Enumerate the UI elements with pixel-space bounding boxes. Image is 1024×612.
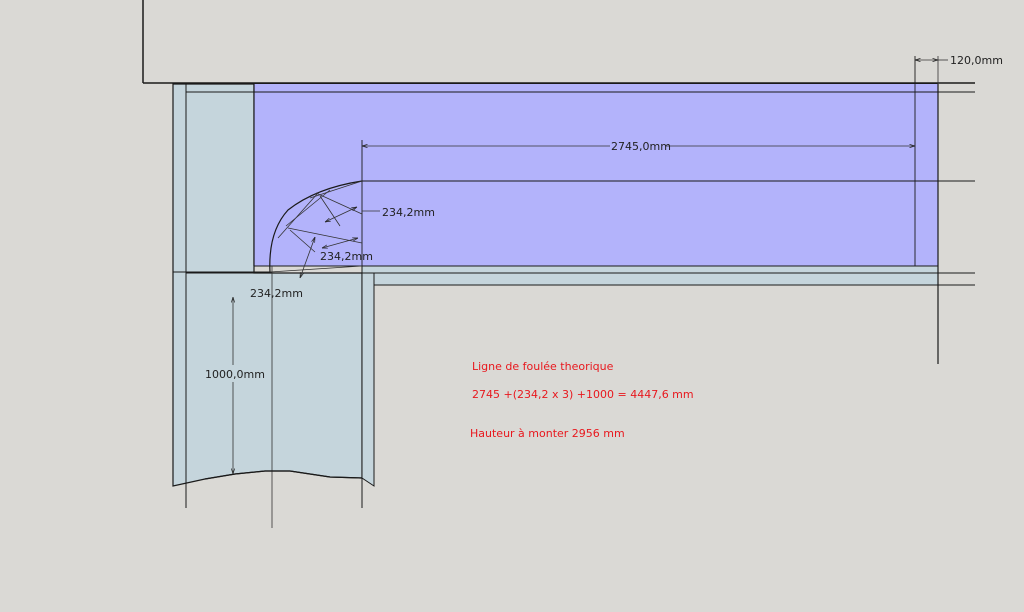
- calculation-notes: Ligne de foulée theorique 2745 +(234,2 x…: [470, 360, 694, 440]
- upper-slab: [142, 0, 975, 84]
- dimension-1000-label: 1000,0mm: [205, 368, 265, 381]
- landing-area: [253, 56, 975, 364]
- step-dimension-lower-label: 234,2mm: [250, 287, 303, 300]
- dimension-120-label: 120,0mm: [950, 54, 1003, 67]
- note-walking-line: Ligne de foulée theorique: [472, 360, 614, 373]
- stair-wall-vertical: [172, 83, 375, 508]
- lower-run: [185, 470, 363, 508]
- stair-wall-horizontal: [361, 265, 975, 286]
- note-calculation: 2745 +(234,2 x 3) +1000 = 4447,6 mm: [472, 388, 694, 401]
- winder-steps: [269, 180, 363, 528]
- dimension-2745: 2745,0mm: [362, 140, 915, 153]
- dimension-2745-label: 2745,0mm: [611, 140, 671, 153]
- note-height: Hauteur à monter 2956 mm: [470, 427, 625, 440]
- dimension-1000: 1000,0mm: [205, 297, 265, 474]
- step-dimension-upper-label: 234,2mm: [382, 206, 435, 219]
- dimension-120: 120,0mm: [915, 54, 1003, 84]
- step-dimension-middle-label: 234,2mm: [320, 250, 373, 263]
